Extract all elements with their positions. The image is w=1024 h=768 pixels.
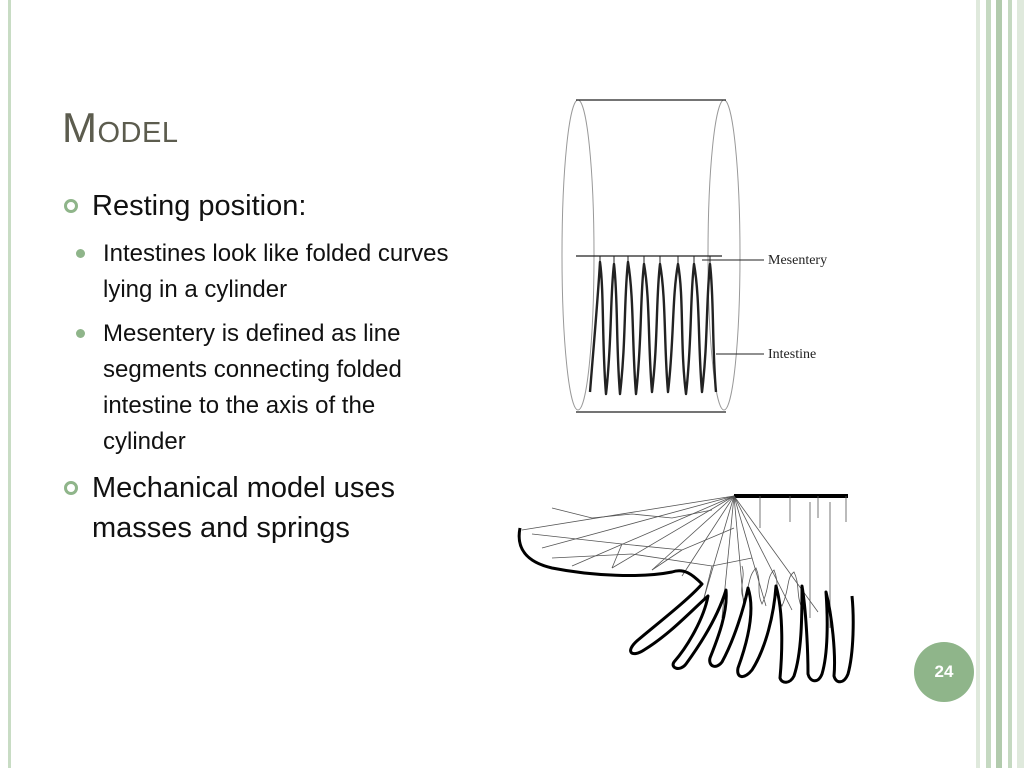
spring-lines [521,495,847,628]
ring-bullet-icon [64,199,78,213]
mesentery-label: Mesentery [768,253,827,268]
ring-bullet-icon [64,481,78,495]
slide-title: Model [62,104,179,151]
dot-bullet-icon [76,329,85,338]
sub-bullet-intestines: Intestines look like folded curves lying… [62,236,462,308]
bullet-text: Mechanical model uses masses and springs [92,472,396,544]
bullet-resting-position: Resting position: [62,186,462,226]
intestine-label: Intestine [768,347,816,362]
sub-bullet-list: Intestines look like folded curves lying… [62,236,462,460]
intestine-outline [517,527,855,684]
bullet-mechanical-model: Mechanical model uses masses and springs [62,468,462,548]
decorative-stripes [976,0,1024,768]
mass-spring-diagram [517,494,855,684]
page-number-badge: 24 [914,642,974,702]
bullet-text: Resting position: [92,190,307,222]
sub-bullet-mesentery: Mesentery is defined as line segments co… [62,316,462,460]
sub-bullet-text: Intestines look like folded curves lying… [103,240,449,303]
mesentery-lines [599,256,711,267]
bullet-list: Resting position: Intestines look like f… [62,186,462,558]
sub-bullet-text: Mesentery is defined as line segments co… [103,320,402,455]
cylinder-diagram: Mesentery Intestine [561,99,827,413]
dot-bullet-icon [76,249,85,258]
folded-intestine [588,260,718,396]
slide-frame-left [8,0,11,768]
